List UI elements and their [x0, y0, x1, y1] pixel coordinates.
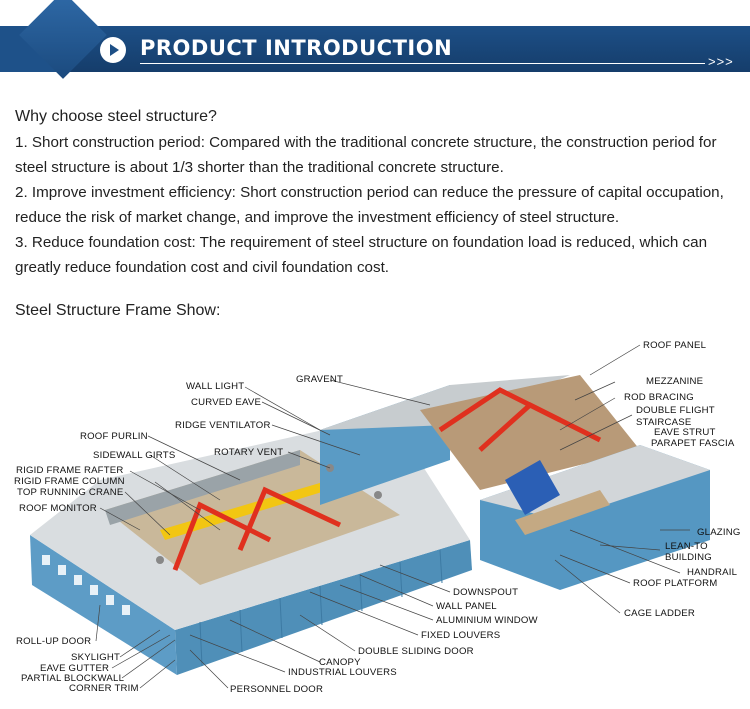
main-long-wall [175, 540, 472, 675]
banner-arrows: >>> [708, 54, 734, 69]
label-rigid-frame-rafter: RIGID FRAME RAFTER [16, 465, 124, 476]
label-roll-up-door: ROLL-UP DOOR [16, 636, 92, 647]
label-mezzanine: MEZZANINE [646, 376, 704, 387]
label-roof-monitor: ROOF MONITOR [19, 503, 97, 514]
label-rotary-vent: ROTARY VENT [214, 447, 284, 458]
label-canopy: CANOPY [319, 657, 361, 668]
label-glazing: GLAZING [697, 527, 741, 538]
label-rod-bracing: ROD BRACING [624, 392, 694, 403]
label-wall-light: WALL LIGHT [186, 381, 245, 392]
label-roof-purlin: ROOF PURLIN [80, 431, 148, 442]
label-parapet-fascia: PARAPET FASCIA [651, 438, 735, 449]
intro-point-3: 3. Reduce foundation cost: The requireme… [15, 234, 708, 276]
steel-structure-illustration: ROOF PANEL GRAVENT WALL LIGHT MEZZANINE … [0, 330, 750, 709]
label-skylight: SKYLIGHT [71, 652, 121, 663]
label-fixed-louvers: FIXED LOUVERS [421, 630, 501, 641]
label-personnel-door: PERSONNEL DOOR [230, 684, 324, 695]
label-rigid-frame-column: RIGID FRAME COLUMN [14, 476, 125, 487]
play-icon [100, 37, 126, 63]
frame-heading: Steel Structure Frame Show: [15, 302, 221, 319]
label-roof-platform: ROOF PLATFORM [633, 578, 718, 589]
label-top-running-crane: TOP RUNNING CRANE [17, 487, 124, 498]
section-title: PRODUCT INTRODUCTION [140, 36, 453, 60]
label-cage-ladder: CAGE LADDER [624, 608, 695, 619]
label-corner-trim: CORNER TRIM [69, 683, 139, 694]
label-aluminium-window: ALUMINIUM WINDOW [436, 615, 538, 626]
label-partial-blockwall: PARTIAL BLOCKWALL [21, 673, 125, 684]
intro-point-1: 1. Short construction period: Compared w… [15, 134, 717, 176]
label-industrial-louvers: INDUSTRIAL LOUVERS [288, 667, 397, 678]
label-handrail: HANDRAIL [687, 567, 738, 578]
crane-beam [160, 480, 335, 540]
intro-text-block: Why choose steel structure? 1. Short con… [15, 104, 740, 280]
main-end-wall [30, 535, 177, 675]
banner-underline [140, 63, 705, 64]
label-downspout: DOWNSPOUT [453, 587, 519, 598]
label-roof-panel: ROOF PANEL [643, 340, 707, 351]
label-double-sliding-door: DOUBLE SLIDING DOOR [358, 646, 474, 657]
intro-point-2: 2. Improve investment efficiency: Short … [15, 184, 724, 226]
label-double-flight-staircase: DOUBLE FLIGHT STAIRCASE [636, 405, 715, 428]
intro-heading: Why choose steel structure? [15, 108, 217, 125]
label-curved-eave: CURVED EAVE [191, 397, 262, 408]
label-eave-gutter: EAVE GUTTER [40, 663, 110, 674]
building-drawing [30, 344, 710, 689]
label-eave-strut: EAVE STRUT [654, 427, 716, 438]
label-gravent: GRAVENT [296, 374, 344, 385]
label-ridge-ventilator: RIDGE VENTILATOR [175, 420, 271, 431]
label-wall-panel: WALL PANEL [436, 601, 497, 612]
label-sidewall-girts: SIDEWALL GIRTS [93, 450, 176, 461]
section-banner: PRODUCT INTRODUCTION >>> [0, 0, 750, 80]
staircase [505, 460, 560, 515]
label-lean-to-building: LEAN-TO BUILDING [665, 541, 712, 563]
